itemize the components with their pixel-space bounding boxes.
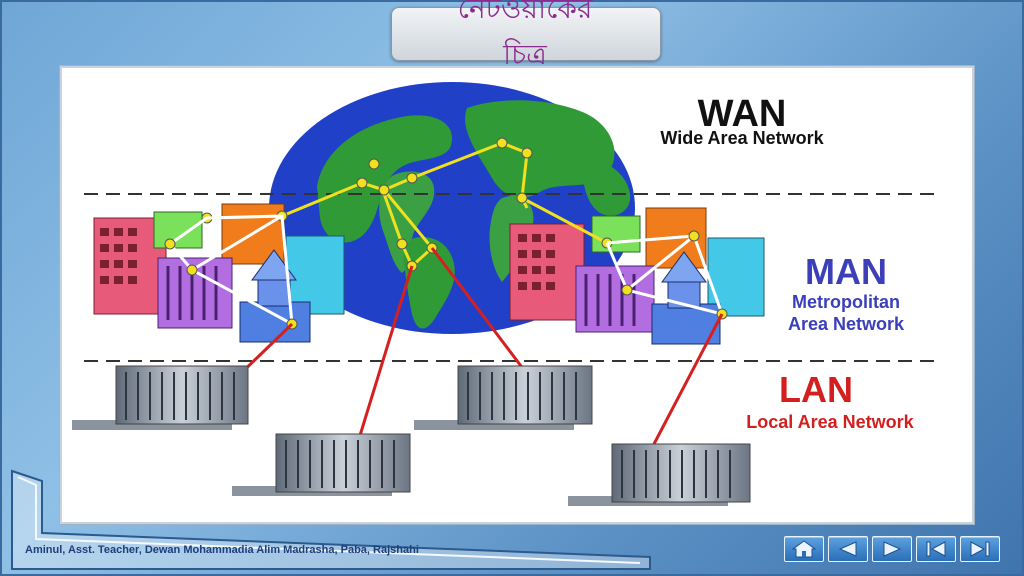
lan-building xyxy=(72,365,249,430)
man-label: MAN xyxy=(805,251,887,292)
home-icon xyxy=(792,540,816,558)
man-full-label-line1: Metropolitan xyxy=(792,292,900,312)
wan-full-label: Wide Area Network xyxy=(660,128,824,148)
lan-building xyxy=(414,365,593,430)
triangle-left-icon xyxy=(838,541,857,557)
wan-label: WAN xyxy=(698,93,787,135)
lan-links xyxy=(230,247,724,445)
city-cluster-left xyxy=(93,203,345,343)
lan-building xyxy=(568,443,751,506)
previous-slide-button[interactable] xyxy=(828,536,868,562)
lan-building xyxy=(232,433,411,496)
skip-last-icon xyxy=(970,541,990,557)
title-box xyxy=(391,7,661,61)
wan-nodes xyxy=(201,137,613,272)
man-full-label-line2: Area Network xyxy=(788,314,905,334)
slide-title: নেটওয়ার্কের চিত্র xyxy=(457,0,593,71)
city-cluster-right xyxy=(509,207,765,345)
skip-first-icon xyxy=(926,541,946,557)
footer-credit: Aminul, Asst. Teacher, Dewan Mohammadia … xyxy=(25,544,419,556)
lan-label: LAN xyxy=(779,369,853,410)
next-slide-button[interactable] xyxy=(872,536,912,562)
home-button[interactable] xyxy=(784,536,824,562)
last-slide-button[interactable] xyxy=(960,536,1000,562)
footer-decoration xyxy=(11,469,651,570)
first-slide-button[interactable] xyxy=(916,536,956,562)
lan-full-label: Local Area Network xyxy=(746,412,914,432)
slide-navigation xyxy=(784,536,1000,564)
triangle-right-icon xyxy=(883,541,902,557)
network-diagram: WAN Wide Area Network MAN Metropolitan A… xyxy=(60,66,974,524)
